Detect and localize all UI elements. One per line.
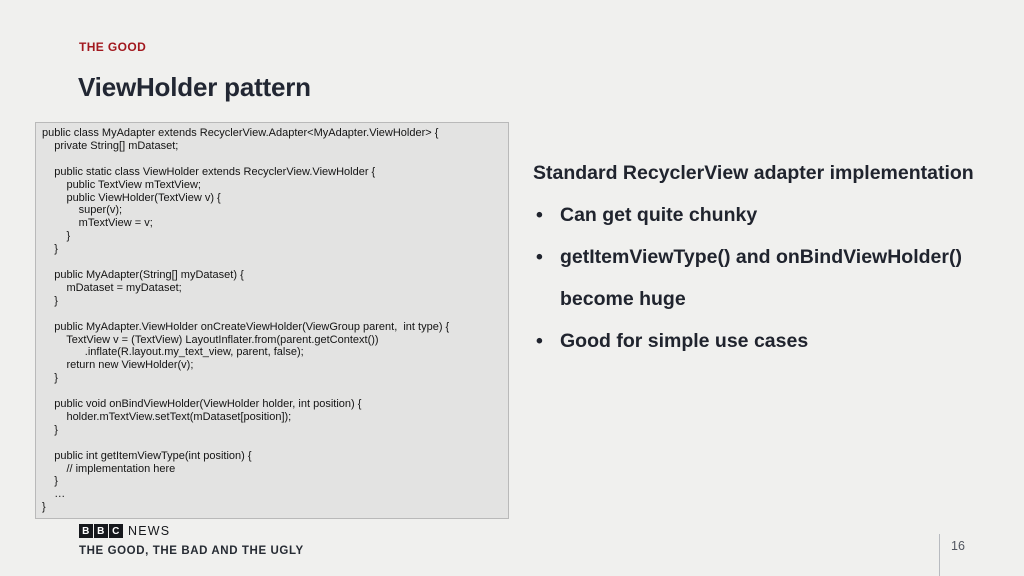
- bullet-text: Can get quite chunky: [560, 204, 758, 226]
- bullet-text: Good for simple use cases: [560, 330, 809, 352]
- bbc-logo-block: C: [109, 524, 123, 538]
- bbc-logo-block: B: [79, 524, 93, 538]
- bullet-dot: •: [536, 246, 543, 268]
- notes-column: Standard RecyclerView adapter implementa…: [533, 152, 985, 362]
- deck-title: THE GOOD, THE BAD AND THE UGLY: [79, 545, 304, 557]
- bbc-logo-block: B: [94, 524, 108, 538]
- bullet-item: • getItemViewType() and onBindViewHolder…: [533, 236, 985, 320]
- bbc-news-label: NEWS: [128, 524, 171, 538]
- bullet-item: • Good for simple use cases: [533, 320, 985, 362]
- bullet-item: • Can get quite chunky: [533, 194, 985, 236]
- section-kicker: THE GOOD: [79, 40, 147, 54]
- bullet-dot: •: [536, 204, 543, 226]
- page-number-divider: [939, 534, 940, 576]
- bbc-news-logo: B B C NEWS: [79, 524, 170, 538]
- notes-heading: Standard RecyclerView adapter implementa…: [533, 162, 974, 184]
- slide-title: ViewHolder pattern: [78, 72, 311, 102]
- code-snippet: public class MyAdapter extends RecyclerV…: [42, 127, 450, 514]
- bullet-dot: •: [536, 330, 543, 352]
- page-number: 16: [951, 539, 965, 553]
- code-panel: public class MyAdapter extends RecyclerV…: [35, 122, 509, 519]
- bullet-text: getItemViewType() and onBindViewHolder()…: [560, 246, 962, 310]
